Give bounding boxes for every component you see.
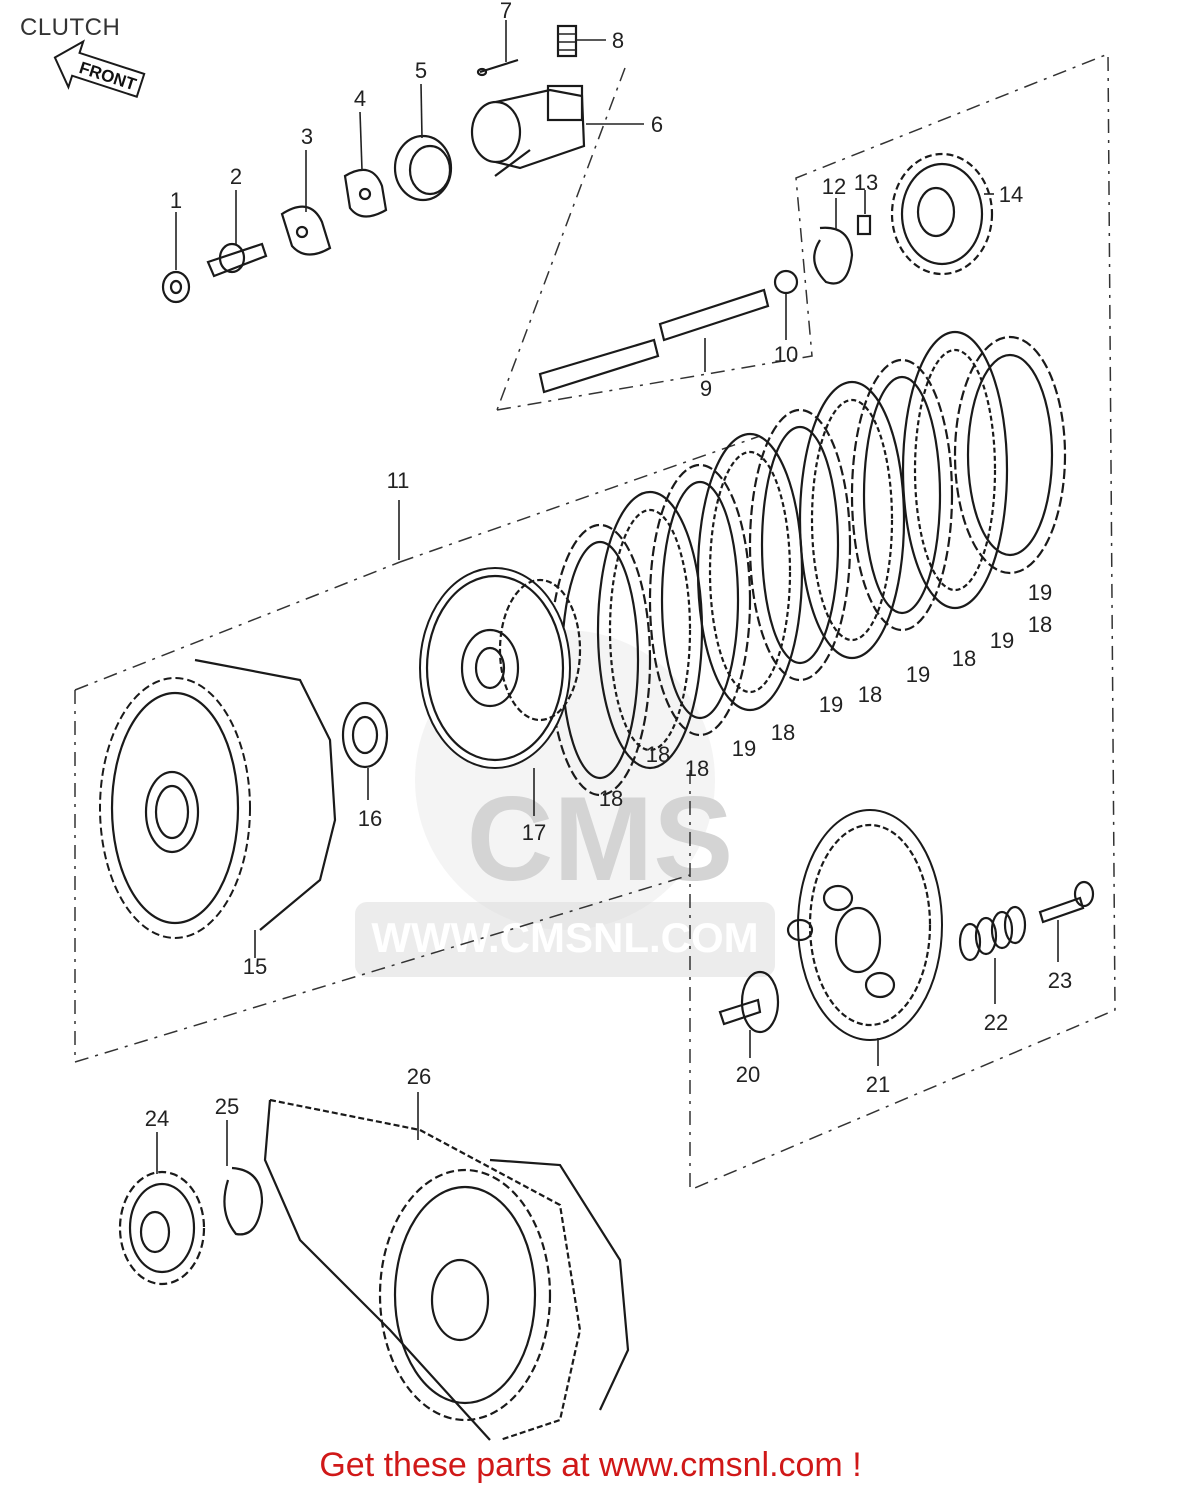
callout-18f: 18	[1028, 612, 1052, 637]
callout-19d: 19	[906, 662, 930, 687]
callout-11: 11	[387, 468, 410, 493]
callout-23: 23	[1048, 968, 1072, 993]
callout-18a: 18	[599, 786, 623, 811]
callout-18b: 18	[685, 756, 709, 781]
callout-8: 8	[612, 28, 624, 53]
callout-25: 25	[215, 1094, 239, 1119]
callout-7: 7	[500, 0, 512, 23]
callout-12: 12	[822, 174, 846, 199]
watermark-logo: CMS	[467, 772, 734, 906]
part-7-pin	[476, 58, 519, 77]
part-24-sprocket	[118, 1170, 206, 1286]
part-21-pressure-plate	[786, 809, 943, 1041]
watermark-url: WWW.CMSNL.COM	[371, 914, 758, 961]
callout-14: 14	[999, 182, 1023, 207]
page-title: CLUTCH	[20, 14, 121, 41]
callout-15: 15	[243, 954, 267, 979]
callout-19a: 18	[646, 742, 670, 767]
part-9-push-rods	[538, 288, 770, 394]
part-22-spring	[958, 905, 1027, 962]
callout-19f: 19	[1028, 580, 1052, 605]
part-12-circlip	[813, 226, 854, 285]
callout-17: 17	[522, 820, 546, 845]
callout-26: 26	[407, 1064, 431, 1089]
callout-16: 16	[358, 806, 382, 831]
part-14-gear	[890, 152, 994, 276]
callout-24: 24	[145, 1106, 169, 1131]
callout-18c: 18	[771, 720, 795, 745]
group-outlines	[74, 52, 1116, 1191]
callout-19c: 19	[819, 692, 843, 717]
callout-19e: 19	[990, 628, 1014, 653]
callout-18e: 18	[952, 646, 976, 671]
part-20-pusher	[718, 970, 780, 1034]
leader-lines	[156, 20, 1059, 1174]
part-1-nut	[161, 270, 191, 304]
callout-4: 4	[354, 86, 366, 111]
part-4-cam	[343, 168, 388, 218]
part-26-primary-chain	[263, 1098, 630, 1442]
part-3-lever	[280, 205, 332, 256]
part-5-ring	[393, 134, 453, 202]
part-8-spring	[556, 24, 578, 58]
callout-labels: 1 2 3 4 5 6 7 8 9 10 11 12 13 14 15 16 1…	[145, 0, 1072, 1131]
part-13-pin	[856, 214, 872, 236]
callout-9: 9	[700, 376, 712, 401]
callout-13: 13	[854, 170, 878, 195]
callout-22: 22	[984, 1010, 1008, 1035]
part-23-bolt	[1038, 880, 1095, 924]
callout-5: 5	[415, 58, 427, 83]
part-15-clutch-housing	[99, 658, 337, 939]
callout-18d: 18	[858, 682, 882, 707]
footer-promo-text[interactable]: Get these parts at www.cmsnl.com !	[319, 1446, 862, 1484]
callout-20: 20	[736, 1062, 760, 1087]
callout-21: 21	[866, 1072, 890, 1097]
callout-6: 6	[651, 112, 663, 137]
callout-19b: 19	[732, 736, 756, 761]
part-17-clutch-hub	[419, 567, 582, 769]
part-10-ball	[773, 269, 799, 295]
callout-2: 2	[230, 164, 242, 189]
part-6-housing	[470, 84, 586, 177]
callout-3: 3	[301, 124, 313, 149]
callout-10: 10	[774, 342, 798, 367]
part-25-circlip	[223, 1166, 264, 1236]
front-arrow: FRONT	[53, 39, 146, 98]
watermark: CMS WWW.CMSNL.COM	[355, 630, 775, 977]
callout-1: 1	[170, 188, 182, 213]
part-16-washer	[341, 701, 389, 769]
part-2-screw	[206, 242, 268, 278]
